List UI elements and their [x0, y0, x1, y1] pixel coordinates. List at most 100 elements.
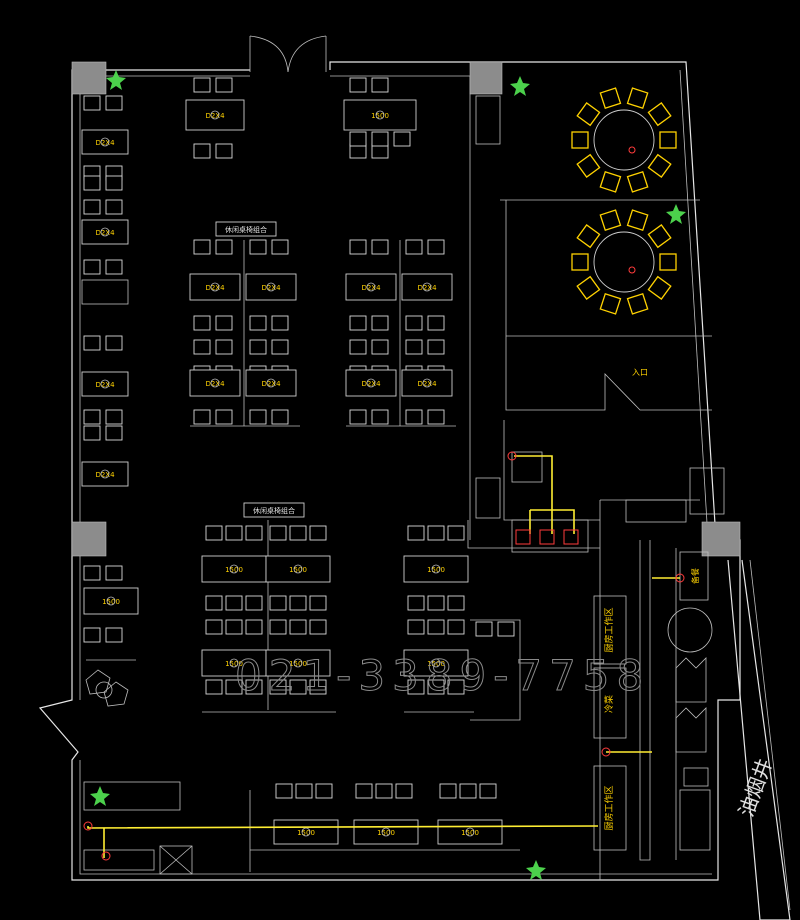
chair: [371, 239, 389, 255]
banquet-chair: [647, 224, 672, 249]
chair: [225, 619, 243, 635]
chair: [83, 95, 101, 111]
chair: [371, 409, 389, 425]
chair: [83, 425, 101, 441]
chair: [205, 679, 223, 695]
chair: [427, 239, 445, 255]
chair: [105, 95, 123, 111]
dining-table: [437, 819, 503, 845]
table-size-label: D2X4: [261, 380, 281, 388]
chair: [105, 259, 123, 275]
columns: [71, 61, 741, 557]
chair: [371, 131, 389, 147]
round-tables: [571, 87, 677, 315]
chair: [289, 619, 307, 635]
chair: [249, 315, 267, 331]
light-fixture: [366, 378, 376, 388]
chair: [193, 143, 211, 159]
dining-table: [201, 649, 267, 677]
chair: [393, 131, 411, 147]
partitions: [249, 199, 712, 880]
chair: [427, 619, 445, 635]
plants: [90, 70, 686, 880]
light-fixture: [100, 137, 110, 147]
wiring: [83, 146, 685, 861]
chair: [309, 679, 327, 695]
light-fixture: [100, 379, 110, 389]
table-size-label: 1500: [427, 660, 445, 668]
table-size-label: 1500: [377, 829, 395, 837]
kitchen-label-2: 冷菜: [603, 695, 615, 713]
banquet-chair: [647, 153, 672, 178]
dining-table: [401, 369, 453, 397]
chair: [275, 783, 293, 799]
dining-table: [81, 461, 129, 487]
chair: [405, 239, 423, 255]
chair: [225, 595, 243, 611]
chair: [105, 425, 123, 441]
chair: [349, 239, 367, 255]
light-fixture: [210, 282, 220, 292]
chair: [269, 679, 287, 695]
banquet-chair: [599, 292, 622, 315]
table-size-label: D2X4: [417, 284, 437, 292]
chair: [105, 409, 123, 425]
banquet-chair: [576, 224, 601, 249]
chair: [371, 315, 389, 331]
table-size-label: D2X4: [417, 380, 437, 388]
round-table: [593, 109, 655, 171]
plant-icon: [106, 70, 126, 90]
table-size-label: 1500: [427, 566, 445, 574]
light-fixture: [100, 469, 110, 479]
chair: [371, 77, 389, 93]
table-size-label: 1500: [289, 660, 307, 668]
chair: [83, 627, 101, 643]
kitchen-labels: 厨房工作区 冷菜 厨房工作区 备餐 入口: [81, 279, 725, 875]
table-size-label: D2X4: [95, 381, 115, 389]
chair: [497, 621, 515, 637]
chair: [427, 525, 445, 541]
chair: [447, 679, 465, 695]
chair: [407, 595, 425, 611]
chair: [349, 339, 367, 355]
chair: [193, 315, 211, 331]
chair: [205, 619, 223, 635]
chair: [271, 315, 289, 331]
chair: [447, 525, 465, 541]
chair: [289, 595, 307, 611]
table-size-label: 1500: [461, 829, 479, 837]
chair: [371, 339, 389, 355]
outer-walls: [38, 61, 791, 920]
vertical-label: 油烟井: [734, 755, 777, 820]
chair: [249, 409, 267, 425]
chair: [315, 783, 333, 799]
kitchen-label-4: 备餐: [690, 568, 700, 584]
light-fixture: [100, 227, 110, 237]
banquet-chair: [571, 131, 589, 149]
chair: [105, 627, 123, 643]
chair: [105, 335, 123, 351]
chair: [407, 525, 425, 541]
light-fixture: [366, 282, 376, 292]
chair: [427, 339, 445, 355]
chair: [407, 619, 425, 635]
banquet-chair: [571, 253, 589, 271]
plant-icon: [90, 786, 110, 806]
chair: [447, 595, 465, 611]
light-fixture: [210, 378, 220, 388]
banquet-chair: [599, 170, 622, 193]
plant-icon: [666, 204, 686, 224]
dining-table: [345, 369, 397, 397]
round-table: [593, 231, 655, 293]
booth-headers: 休闲桌椅组合 休闲桌椅组合: [215, 221, 305, 518]
light-fixture: [210, 110, 220, 120]
chair: [225, 679, 243, 695]
chair: [269, 525, 287, 541]
chair: [447, 619, 465, 635]
booth-label-2: 休闲桌椅组合: [253, 506, 295, 515]
light-fixture: [375, 110, 385, 120]
chair: [215, 77, 233, 93]
banquet-chair: [599, 87, 622, 110]
chair: [215, 143, 233, 159]
